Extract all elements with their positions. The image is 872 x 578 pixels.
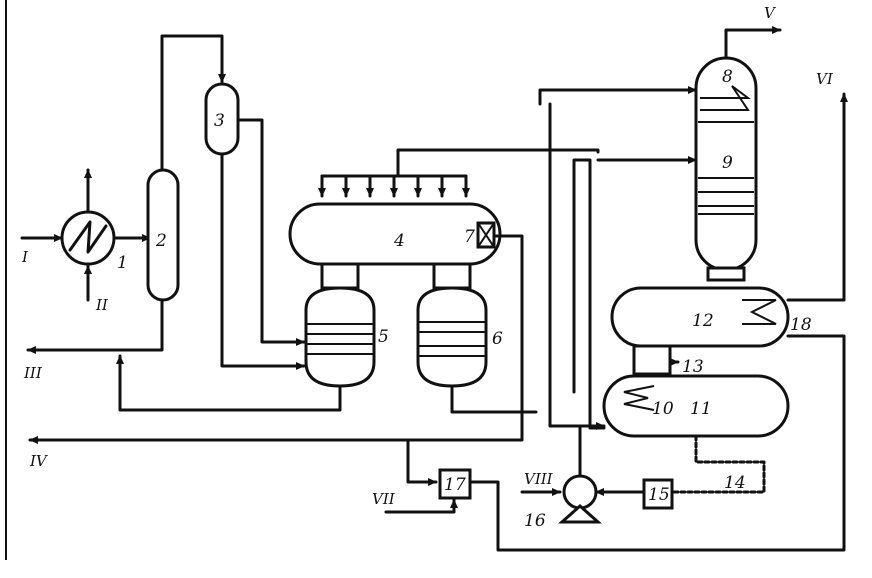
label-1: 1 xyxy=(117,253,128,273)
distributor-header xyxy=(318,174,470,198)
stream-III-line xyxy=(26,298,164,354)
pump-16-base xyxy=(558,503,602,524)
unit-17 xyxy=(438,468,472,500)
separator-3-to-reactor-5 xyxy=(236,118,306,346)
stream-label-II: II xyxy=(95,296,109,314)
label-9: 9 xyxy=(722,153,733,173)
reactor-6-bottom-line xyxy=(450,384,538,414)
vessel-4 xyxy=(288,202,502,266)
label-18: 18 xyxy=(790,315,812,335)
label-4: 4 xyxy=(393,231,405,251)
column-2-overhead-line xyxy=(160,34,226,172)
label-2: 2 xyxy=(155,231,167,251)
valve-7-outlet xyxy=(492,234,524,414)
return-to-vessel-11 xyxy=(548,102,606,430)
label-6: 6 xyxy=(492,329,503,349)
line-14 xyxy=(670,434,766,494)
coil-10-icon xyxy=(623,385,655,411)
neck-4-5 xyxy=(320,262,360,290)
reactor-5 xyxy=(304,286,376,388)
stream-label-III: III xyxy=(23,364,43,382)
label-13: 13 xyxy=(682,357,704,377)
label-14: 14 xyxy=(724,473,746,493)
neck-4-6 xyxy=(432,262,472,290)
stream-label-V: V xyxy=(764,4,777,22)
stream-V-line xyxy=(724,26,782,60)
coil-8-icon xyxy=(700,85,751,111)
unit-17-feed xyxy=(406,438,438,486)
label-7: 7 xyxy=(464,227,475,247)
reactor-5-bottom-line xyxy=(116,354,342,412)
label-10: 10 xyxy=(652,399,674,419)
vessel-12 xyxy=(610,286,790,348)
stream-label-VIII: VIII xyxy=(524,470,554,488)
coil-10-loop xyxy=(572,158,606,430)
label-8: 8 xyxy=(722,67,733,87)
stream-IV-line xyxy=(28,410,524,444)
filter-15 xyxy=(642,478,674,510)
heater-coil-icon xyxy=(68,220,108,254)
reactor-6 xyxy=(416,286,488,388)
pump-16 xyxy=(562,474,598,510)
coil-8-feed xyxy=(538,86,698,106)
stream-label-IV: IV xyxy=(29,452,49,470)
heater-1 xyxy=(20,168,152,302)
label-17: 17 xyxy=(444,475,466,495)
neck-9-12 xyxy=(706,266,746,282)
label-3: 3 xyxy=(214,111,225,131)
stream-label-VI: VI xyxy=(816,70,834,88)
separator-3-bottom-line xyxy=(220,152,306,370)
label-5: 5 xyxy=(378,327,389,347)
label-11: 11 xyxy=(690,399,712,419)
coil-12-icon xyxy=(742,299,777,325)
label-15: 15 xyxy=(648,485,670,505)
stream-label-I: I xyxy=(21,248,29,266)
line-18-return xyxy=(470,334,846,552)
label-12: 12 xyxy=(692,311,714,331)
stream-label-VII: VII xyxy=(372,490,396,508)
label-16: 16 xyxy=(524,511,546,531)
stream-VII-line xyxy=(384,498,458,514)
distributor-feed-line xyxy=(396,148,600,178)
neck-13 xyxy=(632,344,672,376)
valve-7-icon xyxy=(477,222,495,248)
stream-VI-line xyxy=(786,92,848,302)
